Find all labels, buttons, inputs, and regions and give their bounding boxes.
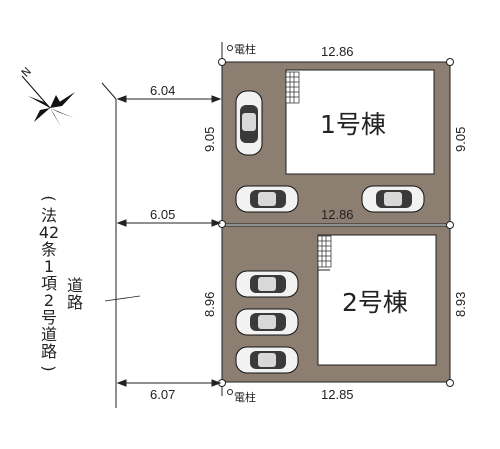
utility-pole-bottom-icon	[227, 389, 233, 395]
compass-north-label: N	[19, 65, 34, 80]
road-char: 号	[40, 308, 57, 327]
lot1-house	[285, 69, 435, 175]
lot1-car-vertical-icon	[235, 90, 263, 156]
lot2-left-depth-dim: 8.96	[202, 292, 217, 317]
lot2-bottom-width-dim: 12.85	[321, 387, 354, 402]
road-char: 項	[40, 274, 57, 293]
road-char: 路	[40, 342, 57, 361]
lot1-car-right-icon	[361, 185, 425, 213]
utility-pole-top-icon	[227, 45, 233, 51]
lot2-right-depth-dim: 8.93	[453, 292, 468, 317]
lot1-top-width-dim: 12.86	[321, 44, 354, 59]
road-char: 法	[40, 206, 57, 225]
lot1-left-depth-dim: 9.05	[202, 127, 217, 152]
road-center-mark	[104, 295, 141, 302]
lot2-house-label: 2号棟	[342, 288, 408, 317]
road-char: 1	[43, 257, 55, 276]
road-label: 道 路	[64, 277, 86, 311]
road-char: )	[39, 365, 59, 372]
arrow-icon	[211, 219, 222, 227]
lot2-stair-grid-icon	[317, 235, 332, 268]
lot2-car-3-icon	[235, 346, 299, 374]
lot2-car-2-icon	[235, 308, 299, 336]
lot1-stair-grid-icon	[285, 71, 300, 104]
lot2-frontage-dim: 6.05	[150, 207, 175, 222]
lot2-house	[317, 234, 437, 366]
arrow-icon	[116, 219, 127, 227]
pole-bottom-label: 電柱	[234, 390, 256, 404]
pole-top-label: 電柱	[234, 42, 256, 56]
lot1-car-left-icon	[235, 185, 299, 213]
lot2-top-width-dim: 12.86	[321, 207, 354, 222]
bottom-frontage-dim: 6.07	[150, 387, 175, 402]
lot1-right-depth-dim: 9.05	[453, 127, 468, 152]
arrow-icon	[211, 379, 222, 387]
arrow-icon	[116, 95, 127, 103]
road-kink-line	[101, 82, 117, 100]
road-char: 条	[40, 240, 57, 259]
arrow-icon	[211, 95, 222, 103]
lot1-frontage-dim: 6.04	[150, 83, 175, 98]
lot2-car-1-icon	[235, 270, 299, 298]
arrow-icon	[116, 379, 127, 387]
compass-rose-icon: N	[19, 65, 75, 127]
road-char: 路	[66, 293, 83, 312]
road-char: 2	[43, 291, 55, 310]
road-char: 42	[38, 223, 60, 242]
lot1-house-label: 1号棟	[320, 110, 386, 139]
road-legal-label: ( 法 42 条 1 項 2 号 道 路 )	[38, 190, 60, 377]
road-char: (	[39, 195, 59, 202]
road-char: 道	[40, 325, 57, 344]
road-char: 道	[66, 276, 83, 295]
